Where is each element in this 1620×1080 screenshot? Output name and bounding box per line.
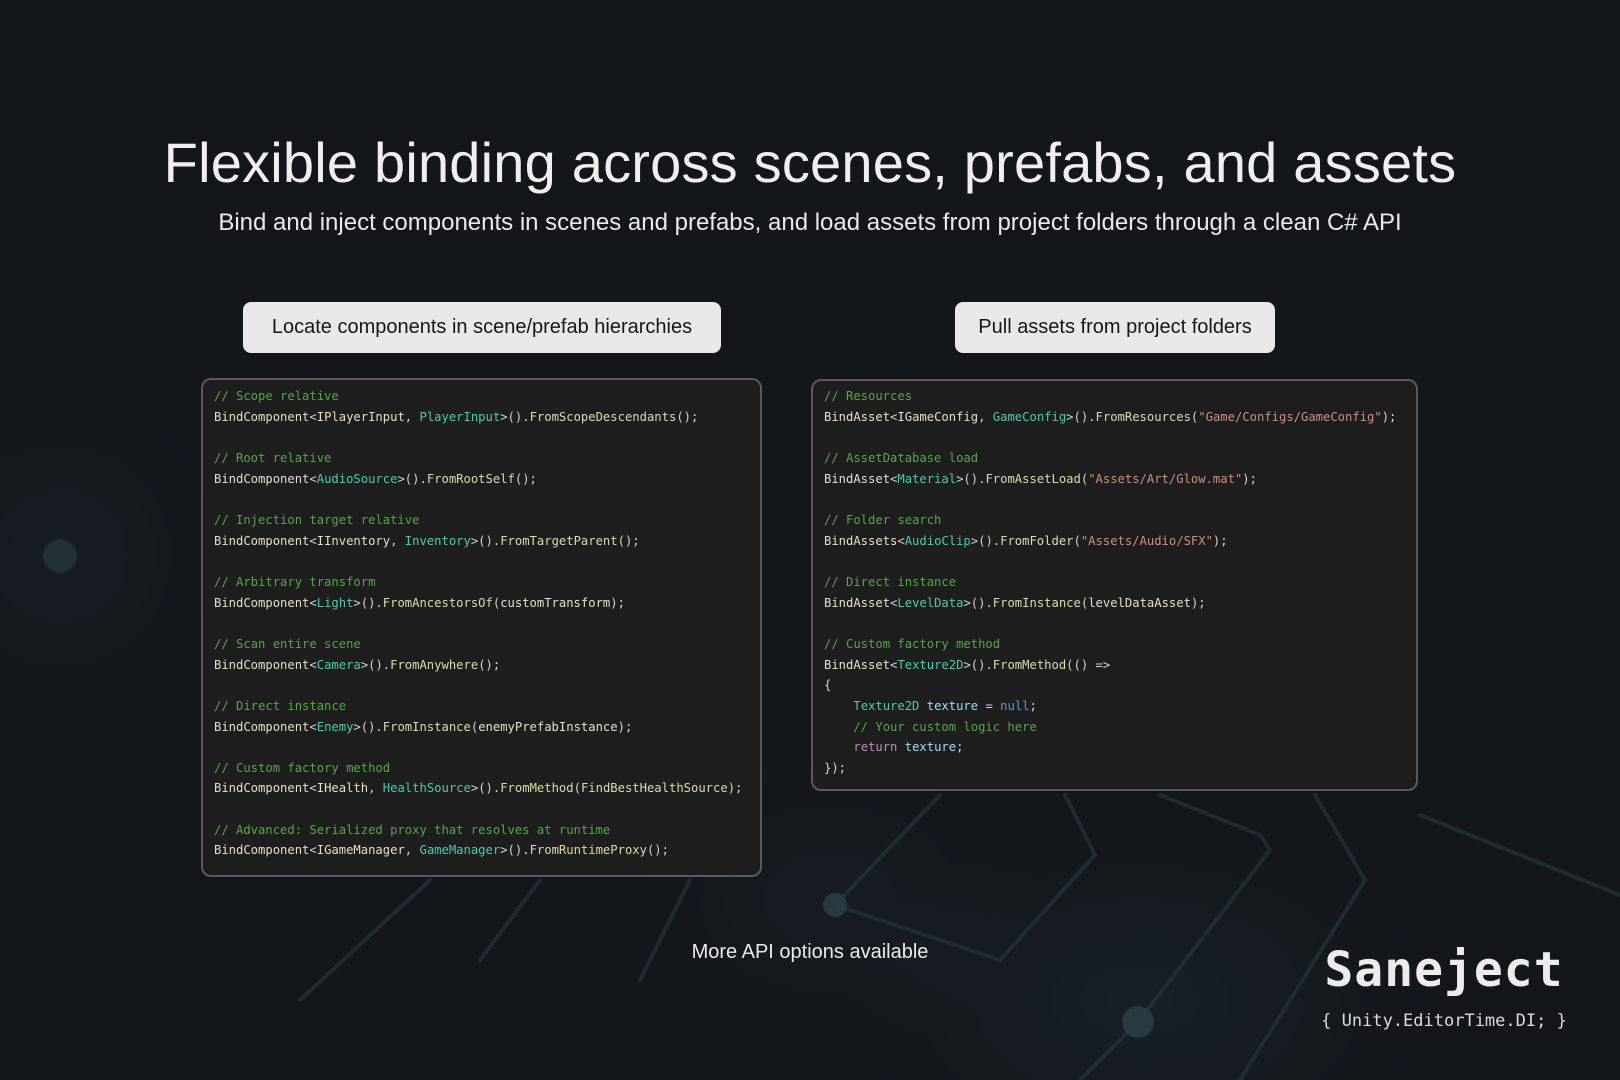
code-line: // Arbitrary transform: [214, 574, 376, 589]
assets-section-label: Pull assets from project folders: [955, 302, 1275, 353]
code-line: [214, 613, 760, 634]
code-line: {: [824, 678, 832, 693]
code-line: [214, 675, 760, 696]
code-line: BindComponent<IHealth, HealthSource>().F…: [214, 781, 743, 796]
code-line: Texture2D texture = null;: [853, 698, 1037, 713]
code-line: BindComponent<IInventory, Inventory>().F…: [214, 533, 640, 548]
code-line: return texture;: [853, 740, 964, 755]
code-line: [214, 737, 760, 758]
code-line: // AssetDatabase load: [824, 450, 979, 465]
code-line: BindComponent<Enemy>().FromInstance(enem…: [214, 719, 633, 734]
code-line: [824, 551, 1416, 572]
code-line: // Resources: [824, 389, 913, 403]
components-section-label: Locate components in scene/prefab hierar…: [243, 302, 721, 353]
code-line: // Custom factory method: [824, 636, 1001, 651]
code-line: // Scope relative: [214, 389, 339, 403]
code-line: BindComponent<IGameManager, GameManager>…: [214, 843, 669, 858]
code-line: BindComponent<IPlayerInput, PlayerInput>…: [214, 409, 699, 424]
code-line: BindComponent<Camera>().FromAnywhere();: [214, 657, 501, 672]
code-line: [824, 427, 1416, 448]
code-line: // Custom factory method: [214, 760, 391, 775]
code-line: [214, 799, 760, 820]
code-line: BindAsset<Material>().FromAssetLoad("Ass…: [824, 471, 1257, 486]
more-api-options-text: More API options available: [691, 941, 929, 963]
code-line: // Scan entire scene: [214, 636, 361, 651]
code-line: BindComponent<AudioSource>().FromRootSel…: [214, 471, 537, 486]
code-line: BindAsset<LevelData>().FromInstance(leve…: [824, 595, 1206, 610]
code-line: // Folder search: [824, 512, 942, 527]
saneject-logo: Saneject: [1324, 942, 1564, 998]
code-line: // Root relative: [214, 450, 332, 465]
code-line: BindAsset<IGameConfig, GameConfig>().Fro…: [824, 409, 1397, 424]
code-line: [214, 551, 760, 572]
code-line: // Direct instance: [824, 574, 957, 589]
logo-tagline: { Unity.EditorTime.DI; }: [1321, 1011, 1567, 1031]
code-line: BindAssets<AudioClip>().FromFolder("Asse…: [824, 533, 1228, 548]
code-line: BindAsset<Texture2D>().FromMethod(() =>: [824, 657, 1111, 672]
code-line: // Injection target relative: [214, 512, 420, 527]
code-line: [824, 613, 1416, 634]
page-subtitle: Bind and inject components in scenes and…: [218, 209, 1402, 236]
code-line: // Advanced: Serialized proxy that resol…: [214, 822, 611, 837]
code-line: [824, 489, 1416, 510]
code-line: // Direct instance: [214, 698, 347, 713]
page-title: Flexible binding across scenes, prefabs,…: [163, 131, 1457, 194]
code-line: BindComponent<Light>().FromAncestorsOf(c…: [214, 595, 625, 610]
code-line: [214, 489, 760, 510]
code-line: });: [824, 760, 847, 775]
code-line: // Your custom logic here: [824, 719, 1037, 734]
code-line: [214, 427, 760, 448]
